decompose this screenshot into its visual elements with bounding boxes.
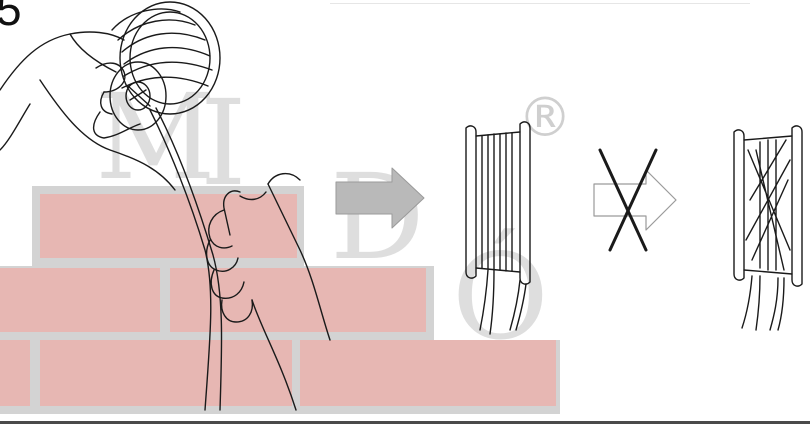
upper-hand [0,32,124,90]
lower-hand [268,174,300,184]
bottom-divider [0,421,810,424]
cross-out-icon [600,150,656,250]
arrow-right-icon [336,168,424,228]
arrow-right-outline-icon [594,170,676,230]
neatly-wound-spool-icon [466,122,530,334]
step-number: 5 [0,0,22,32]
hands-winding-spool-icon [0,2,330,410]
crossed-wound-spool-icon [734,126,802,330]
trimmer-line [150,110,211,410]
